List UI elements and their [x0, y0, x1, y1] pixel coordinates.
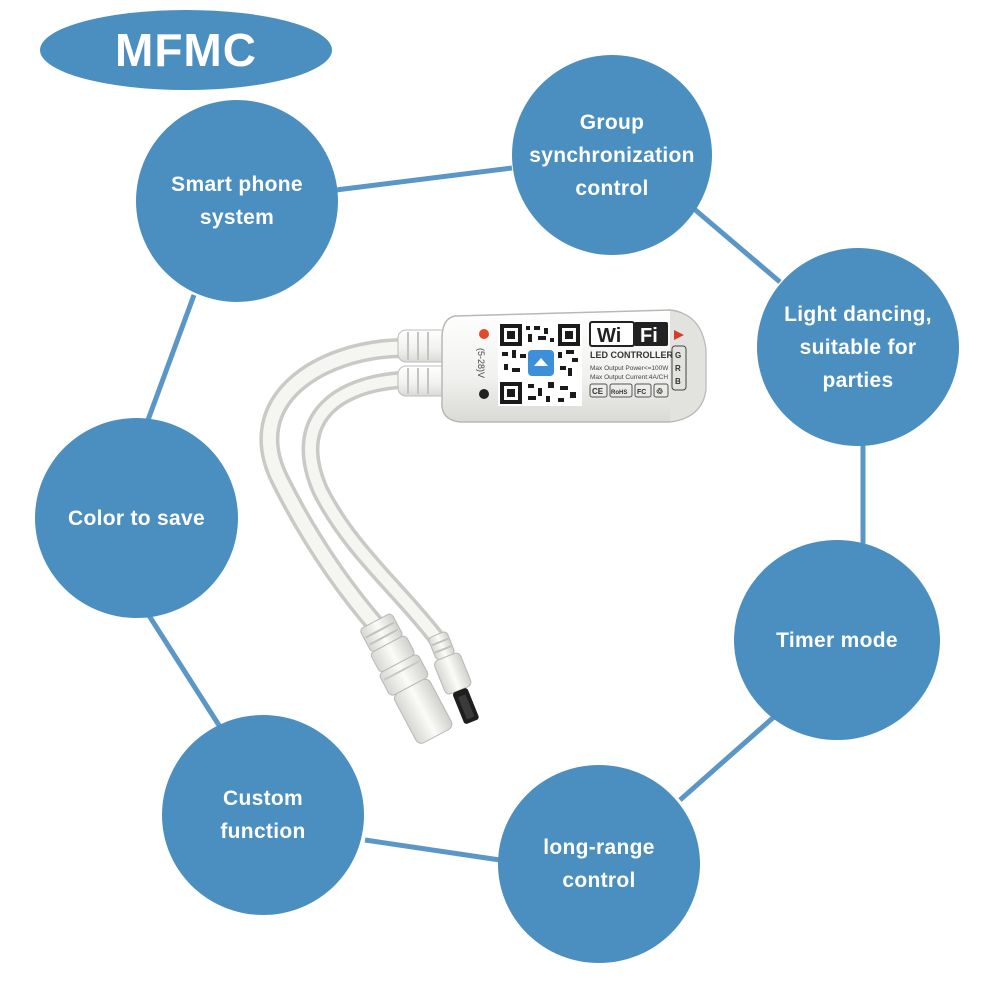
cable-inner-highlight [305, 374, 444, 646]
feature-text-line: suitable for [799, 335, 917, 359]
feature-text-line: function [220, 820, 306, 843]
controller-label: LED CONTROLLER [590, 350, 673, 360]
feature-text-line: Light dancing, [784, 302, 932, 326]
dc-power-jack [360, 613, 453, 744]
feature-text-line: system [199, 206, 275, 229]
connector-line [145, 294, 197, 421]
feature-text-line: long-range [543, 836, 655, 859]
spec-current-label: Max Output Current:4A/CH [590, 374, 668, 381]
qr-code [498, 322, 582, 406]
wifi-led-controller-image: (5-28)V Wi Fi [259, 309, 707, 744]
spec-power-label: Max Output Power<=100W [590, 365, 669, 372]
controller-end-cap [669, 309, 707, 423]
feature-bubble-timer-mode: Timer mode [734, 540, 940, 740]
channel-b: B [675, 377, 681, 386]
strain-relief-upper [397, 329, 451, 363]
connector-line [678, 714, 777, 802]
feature-bubble-long-range-control: long-range control [498, 765, 700, 963]
rohs-mark: RoHS [611, 390, 627, 396]
positive-marker-icon [479, 329, 489, 339]
feature-bubble-color-to-save: Color to save [35, 418, 238, 618]
feature-text-line: Color to save [68, 506, 205, 530]
feature-text-line: parties [822, 368, 894, 392]
feature-bubble-group-sync: Group synchronization control [512, 55, 712, 255]
channel-r: R [675, 364, 681, 373]
channel-g: G [675, 351, 681, 360]
voltage-label: (5-28)V [476, 348, 486, 378]
negative-marker-icon [479, 389, 489, 399]
feature-bubble-light-dancing: Light dancing, suitable for parties [757, 248, 959, 446]
fcc-mark: FC [637, 389, 646, 396]
feature-text-line: control [562, 869, 636, 892]
feature-bubble-custom-function: Custom function [162, 715, 364, 915]
certification-marks: CE RoHS FC ♲ [589, 383, 669, 398]
brand-badge: MFMC [40, 10, 332, 90]
wifi-logo: Wi Fi [589, 321, 668, 347]
ce-mark: CE [592, 387, 604, 396]
feature-text-line: Custom [223, 787, 303, 810]
wifi-text-right: Fi [640, 325, 658, 347]
wifi-text-left: Wi [597, 325, 621, 347]
connector-line [364, 837, 501, 863]
feature-text-line: Smart phone [171, 173, 303, 196]
connector-line [335, 165, 513, 193]
connector-line [691, 206, 782, 284]
feature-text-line: synchronization [529, 143, 695, 167]
signal-connector [428, 631, 479, 724]
feature-bubble-smart-phone-system: Smart phone system [136, 100, 338, 302]
connector-line [145, 612, 225, 732]
weee-mark: ♲ [656, 387, 663, 396]
cable-outer-highlight [262, 341, 407, 637]
brand-name: MFMC [115, 24, 257, 76]
output-arrow-icon [674, 330, 684, 340]
feature-text-line: control [575, 176, 649, 200]
channel-label-box [671, 345, 687, 391]
feature-text-line: Timer mode [776, 628, 898, 652]
feature-text-line: Group [579, 110, 645, 134]
